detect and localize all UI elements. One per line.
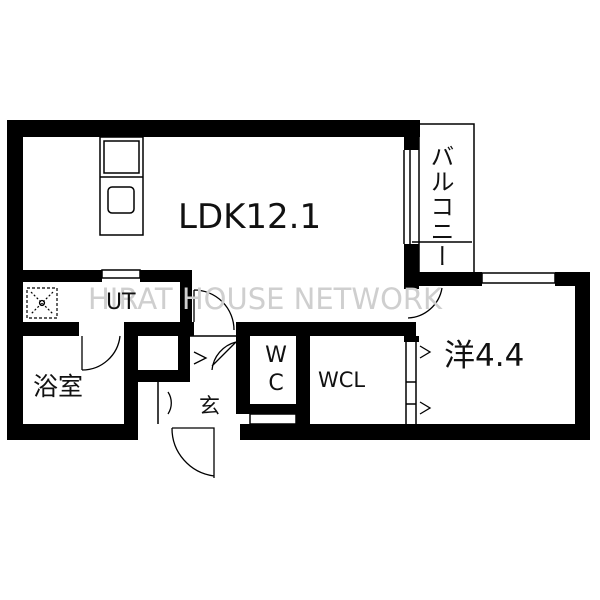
room-label-western: 洋4.4 <box>444 338 525 374</box>
right-wall <box>575 272 590 440</box>
room-label-bath: 浴室 <box>33 372 84 401</box>
western-window <box>481 272 556 284</box>
thin-partitions <box>101 269 417 425</box>
western-top-wall-right <box>555 272 590 286</box>
washer-pan <box>26 287 58 319</box>
room-label-balcony: バルコニー <box>426 144 454 269</box>
interior-walls <box>7 270 419 440</box>
exterior-walls <box>7 120 590 440</box>
room-label-wcl: WCL <box>318 368 366 392</box>
western-top-wall <box>404 272 482 286</box>
ldk-right-wall-top <box>404 120 419 150</box>
room-label-ut: UT <box>106 290 136 315</box>
room-label-entrance: 玄 <box>199 394 220 418</box>
bottom-wall-right <box>240 424 590 440</box>
kitchen-counter <box>99 136 144 236</box>
door-swings <box>81 287 443 478</box>
balcony <box>403 123 475 275</box>
bottom-wall-left <box>7 424 137 440</box>
room-label-wc: WC <box>265 343 287 396</box>
room-label-ldk: LDK12.1 <box>178 197 322 237</box>
top-wall <box>7 120 420 137</box>
watermark: HIRAT HOUSE NETWORK <box>88 282 443 316</box>
